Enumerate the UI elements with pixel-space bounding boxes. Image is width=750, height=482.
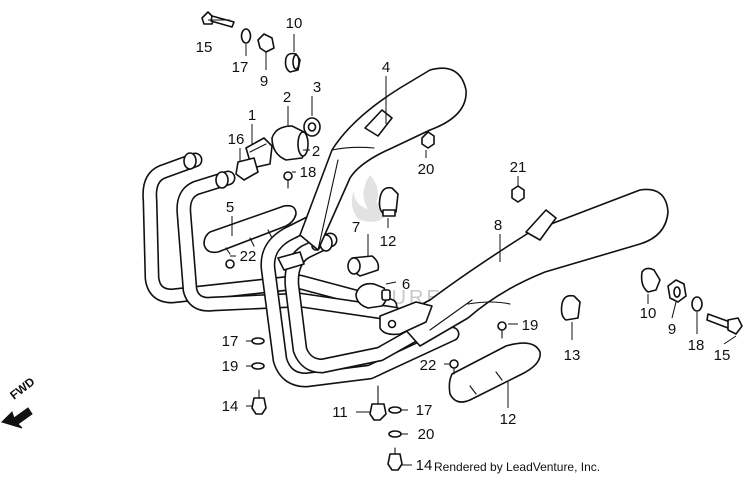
washer-21-left	[251, 362, 265, 370]
bolt-14-bottom	[387, 447, 403, 471]
lower-muffler-bracket	[525, 209, 557, 241]
callout-14-bottom: 14	[416, 457, 433, 474]
header-pipe-2	[176, 170, 403, 322]
bolt-14-left	[251, 389, 267, 415]
heat-shield-5	[203, 204, 297, 255]
callout-22-right: 22	[420, 357, 437, 374]
nut-20-right	[511, 185, 525, 203]
callout-12-lower: 13	[564, 347, 581, 364]
bolt-19-right	[497, 321, 507, 339]
bushing-10-right	[640, 267, 661, 293]
callout-1: 1	[248, 107, 256, 124]
callout-4: 4	[382, 59, 390, 76]
bolt-13	[369, 385, 387, 421]
credit-text: Rendered by LeadVenture, Inc.	[434, 460, 600, 474]
callouts: 15 17 9 10 4 3 2 2 1 16 18 5 22 20 21 12…	[196, 15, 731, 474]
forward-direction-indicator: FWD	[1, 374, 38, 429]
nut-9-right	[667, 279, 687, 303]
callout-14-left: 14	[222, 398, 239, 415]
callout-9-upper: 9	[260, 73, 268, 90]
nut-20-upper	[421, 131, 435, 149]
lower-muffler	[394, 188, 669, 347]
fwd-label: FWD	[7, 374, 37, 402]
callout-18-upper: 17	[232, 59, 249, 76]
callout-15-upper: 15	[196, 39, 213, 56]
bolt-22-left	[225, 259, 235, 269]
collar-2	[271, 125, 309, 161]
heat-shield-11	[448, 342, 541, 403]
callout-5: 5	[226, 199, 234, 216]
washer-17-left	[251, 337, 265, 345]
gasket-3	[303, 117, 321, 137]
bolt-15-right	[706, 313, 743, 335]
callout-15-right: 15	[714, 347, 731, 364]
clamp-16	[235, 157, 259, 181]
callout-19-right: 19	[522, 317, 539, 334]
callout-8: 8	[494, 217, 502, 234]
callout-9-right: 9	[668, 321, 676, 338]
callout-13: 11	[332, 404, 348, 421]
exhaust-pipes	[142, 152, 460, 388]
callout-21-left: 19	[222, 358, 239, 375]
fwd-arrow-icon	[1, 407, 33, 429]
callout-16: 16	[228, 131, 245, 148]
pipe-1-port	[183, 152, 197, 170]
bushing-10-upper	[284, 52, 301, 73]
callout-11: 12	[500, 411, 517, 428]
callout-17-bottom: 17	[416, 402, 433, 419]
callout-7: 7	[352, 219, 360, 236]
callout-10-upper: 10	[286, 15, 303, 32]
header-pipe-1	[142, 152, 398, 314]
callout-10-right: 10	[640, 305, 657, 322]
washer-17-bottom	[388, 406, 402, 414]
joint-clamp	[355, 282, 391, 309]
callout-19-upper: 18	[300, 164, 317, 181]
callout-17-left: 17	[222, 333, 239, 350]
callout-6: 6	[402, 276, 410, 293]
leader-lines	[208, 19, 737, 466]
pipe-2-port	[215, 171, 229, 189]
header-pipe-3	[260, 210, 460, 388]
callout-18-right: 18	[688, 337, 705, 354]
callout-22-left: 22	[240, 248, 257, 265]
pipe-crossover-bracket	[277, 251, 305, 271]
nut-9-upper	[257, 33, 275, 53]
joint-collar	[347, 255, 380, 277]
callout-2-top: 2	[283, 89, 291, 106]
callout-2-side: 2	[312, 143, 320, 160]
muffler-mounting-bracket	[379, 301, 433, 336]
washer-21-bottom	[388, 430, 402, 438]
callout-21-bottom: 20	[418, 426, 435, 443]
callout-12-upper: 12	[380, 233, 397, 250]
callout-3: 3	[313, 79, 321, 96]
rubber-mount-upper	[378, 186, 399, 217]
rubber-mount-lower	[560, 294, 581, 321]
washer-18-right	[691, 296, 703, 312]
callout-20-upper: 20	[418, 161, 435, 178]
upper-muffler-bracket	[364, 109, 393, 137]
washer-18-upper	[240, 28, 252, 44]
bolt-19-upper	[283, 171, 293, 189]
upper-muffler	[299, 67, 467, 251]
callout-20-right: 21	[510, 159, 527, 176]
